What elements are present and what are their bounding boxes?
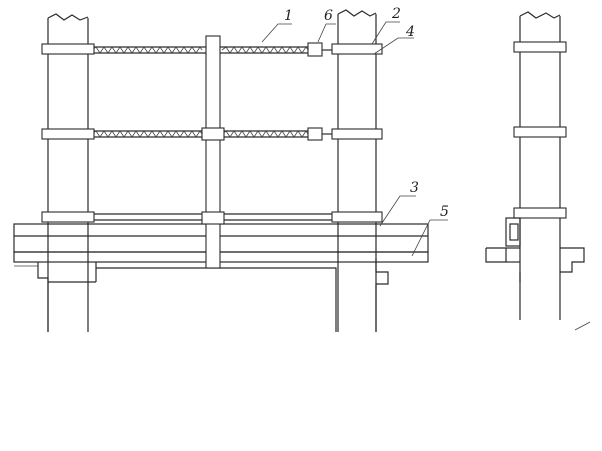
label-5: 5 — [440, 204, 449, 220]
rail-row-top — [90, 42, 336, 57]
label-1: 1 — [284, 8, 293, 24]
turnbuckle-6 — [307, 42, 323, 57]
right-post — [337, 9, 377, 332]
front-view: 1 6 2 4 3 5 — [13, 6, 449, 332]
label-2: 2 — [391, 6, 401, 22]
rail-row-middle — [90, 127, 336, 141]
base-rail-3 — [13, 223, 429, 267]
label-6: 6 — [324, 8, 333, 24]
foundation-beam — [37, 258, 389, 332]
leader-lines — [261, 21, 448, 257]
center-stand — [205, 35, 221, 269]
label-4: 4 — [405, 24, 415, 40]
clamps — [41, 43, 383, 225]
side-view — [485, 11, 591, 331]
label-3: 3 — [410, 180, 419, 196]
left-post — [47, 13, 89, 332]
